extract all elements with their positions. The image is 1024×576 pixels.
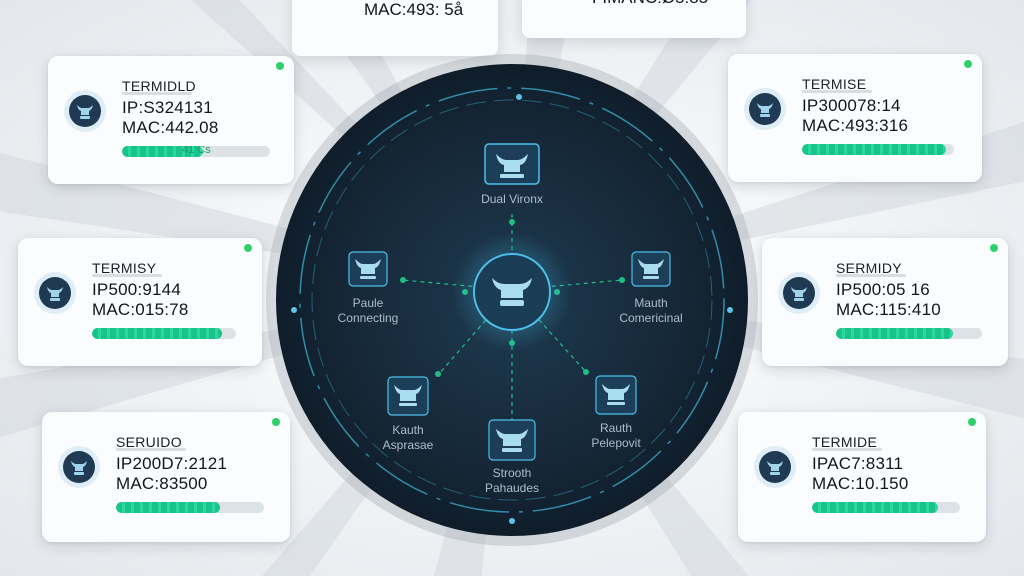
node-label-lower-left: Kauth Asprasae	[382, 423, 434, 452]
orbit-marker	[291, 307, 297, 313]
status-dot-icon	[244, 244, 252, 252]
terminal-card-1[interactable]: TERMIDLD IP:S324131 MAC:442.08 41 Cs	[48, 56, 294, 184]
terminal-name: TERMIDE	[812, 434, 878, 450]
terminal-progress	[812, 502, 960, 513]
bull-terminal-icon	[394, 385, 422, 401]
terminal-ip: IP300078:14	[802, 96, 901, 115]
terminal-mac: MAC:015:78	[92, 300, 189, 319]
terminal-progress	[92, 328, 236, 339]
name-underline	[116, 448, 186, 451]
terminal-card-2[interactable]: TERMISE IP300078:14 MAC:493:316	[728, 54, 982, 182]
bull-terminal-icon	[496, 154, 528, 172]
terminal-card-3[interactable]: TERMISY IP500:9144 MAC:015:78	[18, 238, 262, 366]
orbit-marker	[509, 518, 515, 524]
terminal-card-4[interactable]: SERMIDY IP500:05 16 MAC:115:410	[762, 238, 1008, 366]
terminal-ip: IP500:9144	[92, 280, 181, 299]
bull-terminal-icon	[58, 446, 100, 488]
bull-terminal-icon	[34, 272, 76, 314]
bull-terminal-icon	[638, 259, 664, 274]
terminal-progress	[836, 328, 982, 339]
terminal-name: SERMIDY	[836, 260, 902, 276]
status-dot-icon	[272, 418, 280, 426]
terminal-mac: MAC:10.150	[812, 474, 909, 493]
satellite-node-bottom[interactable]	[488, 419, 536, 461]
name-underline	[836, 274, 906, 277]
node-label-lower-right: Rauth Pelepovit	[591, 421, 641, 450]
satellite-node-right[interactable]	[631, 251, 671, 287]
orbit-marker	[727, 307, 733, 313]
terminal-name: SERUIDO	[116, 434, 182, 450]
status-dot-icon	[990, 244, 998, 252]
hub-orbit-outer	[299, 87, 725, 513]
terminal-progress	[116, 502, 264, 513]
terminal-progress: 41 Cs	[122, 146, 270, 157]
status-dot-icon	[968, 418, 976, 426]
terminal-card-6[interactable]: TERMIDE IPAC7:8311 MAC:10.150	[738, 412, 986, 542]
name-underline	[92, 274, 162, 277]
progress-fill	[116, 502, 220, 513]
progress-fill	[836, 328, 953, 339]
bull-terminal-icon	[602, 384, 630, 400]
top-card-right-text: FIMANC:Ø5:85	[592, 0, 708, 8]
name-underline	[812, 448, 882, 451]
progress-fill	[812, 502, 938, 513]
terminal-name: TERMISY	[92, 260, 157, 276]
progress-fill	[802, 144, 947, 155]
name-underline	[802, 90, 872, 93]
node-label-left: Paule Connecting	[337, 296, 399, 325]
terminal-mac: MAC:83500	[116, 474, 208, 493]
satellite-node-top[interactable]	[484, 143, 540, 185]
node-label-bottom: Strooth Pahaudes	[484, 466, 540, 495]
bull-terminal-icon	[355, 259, 381, 274]
orbit-marker	[516, 94, 522, 100]
status-dot-icon	[276, 62, 284, 70]
terminal-ip: IP:S324131	[122, 98, 213, 117]
top-card-left[interactable]: MAC:493: 5å	[292, 0, 498, 56]
bull-terminal-icon	[754, 446, 796, 488]
bull-terminal-icon	[496, 429, 528, 446]
hub-orbit-inner	[311, 99, 713, 501]
terminal-name: TERMIDLD	[122, 78, 196, 94]
progress-fill	[92, 328, 222, 339]
satellite-node-lower-left[interactable]	[387, 376, 429, 416]
bull-terminal-icon	[744, 88, 786, 130]
terminal-ip: IPAC7:8311	[812, 454, 904, 473]
terminal-mac: MAC:115:410	[836, 300, 941, 319]
terminal-name: TERMISE	[802, 76, 867, 92]
bull-terminal-icon	[64, 90, 106, 132]
progress-fill	[122, 146, 204, 157]
top-card-left-text: MAC:493: 5å	[364, 0, 464, 19]
name-underline	[122, 92, 192, 95]
terminal-progress	[802, 144, 954, 155]
bull-terminal-icon	[778, 272, 820, 314]
progress-text: 41 Cs	[182, 146, 211, 156]
node-label-right: Mauth Comericinal	[619, 296, 683, 325]
satellite-node-lower-right[interactable]	[595, 375, 637, 415]
terminal-mac: MAC:442.08	[122, 118, 219, 137]
terminal-ip: IP500:05 16	[836, 280, 930, 299]
node-label-top: Dual Vironx	[481, 192, 543, 206]
terminal-ip: IP200D7:2121	[116, 454, 228, 473]
terminal-mac: MAC:493:316	[802, 116, 909, 135]
top-card-right[interactable]: FIMANC:Ø5:85	[522, 0, 746, 38]
center-bull-icon	[492, 278, 532, 306]
terminal-card-5[interactable]: SERUIDO IP200D7:2121 MAC:83500	[42, 412, 290, 542]
satellite-node-left[interactable]	[348, 251, 388, 287]
status-dot-icon	[964, 60, 972, 68]
